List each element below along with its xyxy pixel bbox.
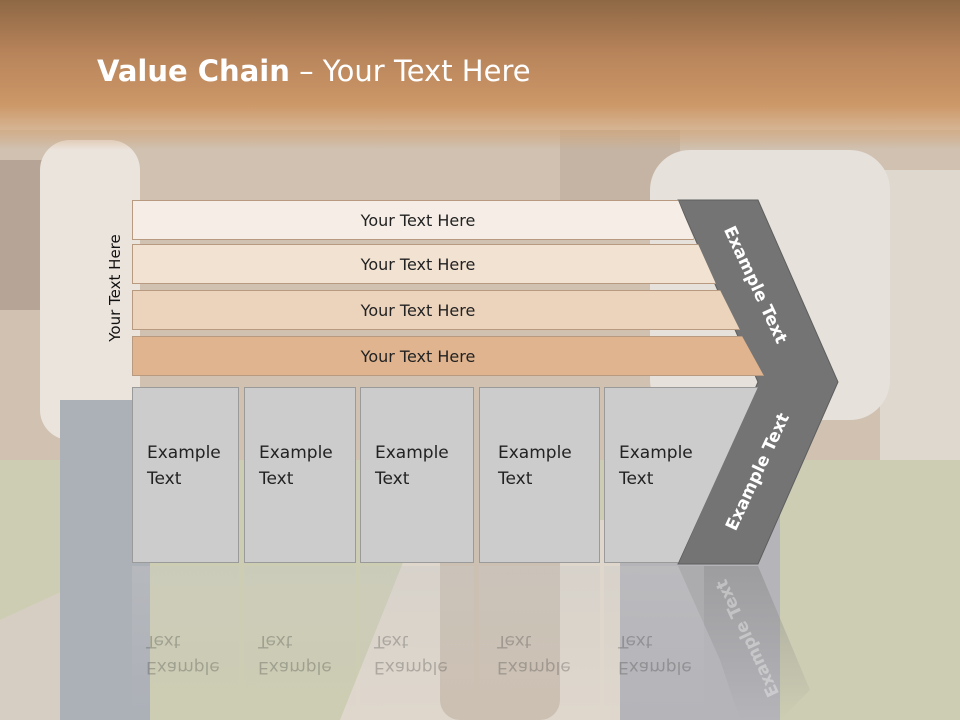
title-band (0, 0, 960, 150)
value-row-label: Your Text Here (360, 300, 476, 320)
box-line2: Text (619, 469, 654, 489)
box-line1: Example (498, 443, 572, 463)
reflect-line1: Example (258, 657, 332, 677)
value-row-4: Your Text Here (132, 336, 764, 376)
box-reflection-2: Example Text (244, 566, 356, 716)
slide-title-bold: Value Chain (97, 54, 290, 88)
reflect-line2: Text (497, 631, 532, 651)
reflect-line1: Example (497, 657, 571, 677)
reflect-line2: Text (618, 631, 653, 651)
value-row-3: Your Text Here (132, 290, 740, 330)
value-row-label: Your Text Here (360, 254, 476, 274)
slide-title-rest: – Your Text Here (289, 54, 531, 88)
reflect-line1: Example (146, 657, 220, 677)
box-line1: Example (619, 443, 693, 463)
box-line2: Text (375, 469, 410, 489)
box-reflection-1: Example Text (132, 566, 239, 716)
box-line2: Text (147, 469, 182, 489)
value-row-1: Your Text Here (132, 200, 694, 240)
reflect-line2: Text (146, 631, 181, 651)
chevron-reflection (678, 566, 810, 720)
value-row-2: Your Text Here (132, 244, 716, 284)
reflect-line2: Text (258, 631, 293, 651)
reflect-line2: Text (374, 631, 409, 651)
box-line2: Text (498, 469, 533, 489)
slide-title: Value Chain – Your Text Here (97, 54, 531, 88)
box-line1: Example (259, 443, 333, 463)
box-reflection-3: Example Text (360, 566, 474, 716)
reflect-line1: Example (374, 657, 448, 677)
box-line1: Example (147, 443, 221, 463)
box-line2: Text (259, 469, 294, 489)
value-row-label: Your Text Here (360, 210, 476, 230)
box-reflection-4: Example Text (479, 566, 600, 716)
value-row-label: Your Text Here (360, 346, 476, 366)
box-line1: Example (375, 443, 449, 463)
reflect-line1: Example (618, 657, 692, 677)
box-reflection-5: Example Text (604, 566, 704, 716)
